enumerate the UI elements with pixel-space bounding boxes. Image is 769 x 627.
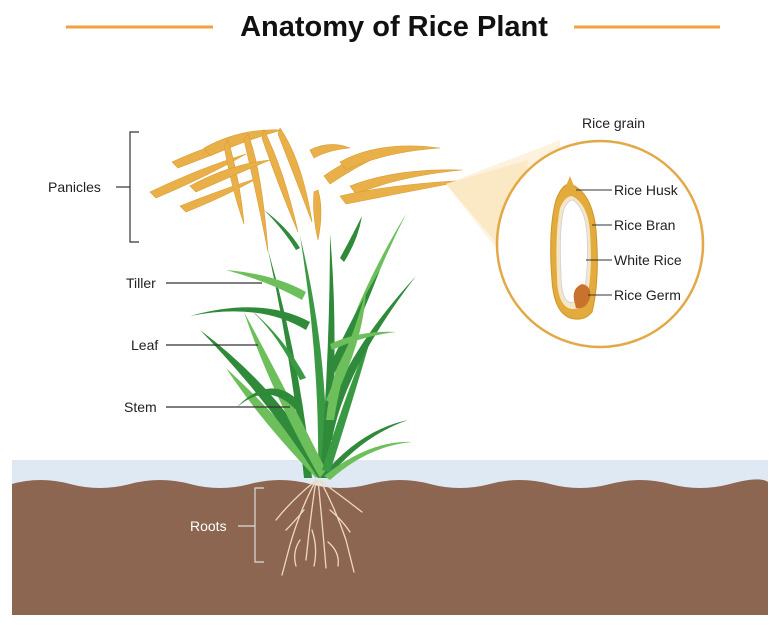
rice-grain-callout: Rice Husk Rice Bran White Rice Rice Germ [497, 141, 703, 347]
diagram-title: Anatomy of Rice Plant [240, 11, 548, 43]
label-roots: Roots [190, 518, 227, 534]
callout-circle [497, 141, 703, 347]
label-rice-husk: Rice Husk [614, 182, 679, 198]
label-rice-germ: Rice Germ [614, 287, 681, 303]
panicles-bracket [130, 132, 139, 242]
label-leaf: Leaf [131, 337, 158, 353]
label-tiller: Tiller [126, 275, 156, 291]
label-white-rice: White Rice [614, 252, 682, 268]
label-panicles: Panicles [48, 179, 101, 195]
label-rice-bran: Rice Bran [614, 217, 675, 233]
callout-title: Rice grain [582, 115, 645, 131]
panicles-cluster [150, 128, 470, 252]
label-stem: Stem [124, 399, 157, 415]
soil [12, 479, 768, 615]
